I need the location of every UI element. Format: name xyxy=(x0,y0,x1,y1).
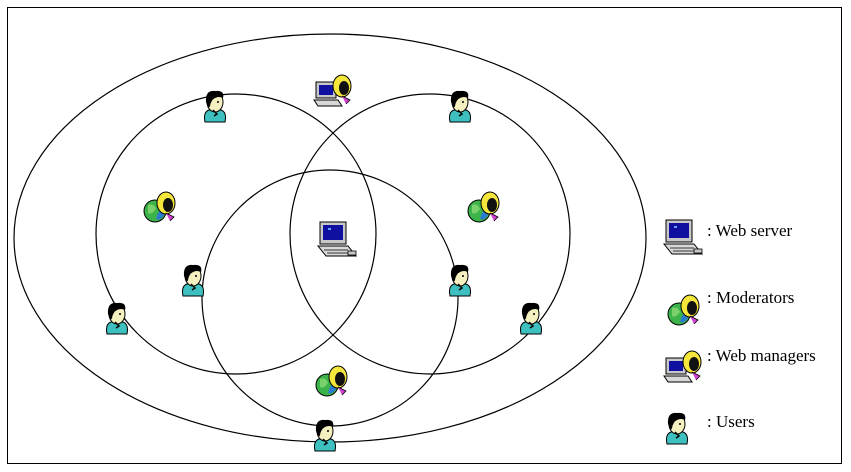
globe-person-icon xyxy=(467,191,500,223)
globe-person-icon xyxy=(315,365,348,397)
right-circle xyxy=(289,93,571,375)
user-icon xyxy=(181,264,205,297)
user-icon xyxy=(313,419,337,452)
computer-person-icon xyxy=(313,74,352,107)
user-icon xyxy=(448,90,472,123)
legend-web-server: : Web server xyxy=(707,221,793,240)
computer-icon xyxy=(317,221,357,257)
legend-users: : Users xyxy=(707,412,755,431)
legend-moderators: : Moderators xyxy=(707,288,795,307)
user-icon xyxy=(519,302,543,335)
legend-computer-person-icon xyxy=(663,350,702,383)
legend-web-managers: : Web managers xyxy=(707,346,816,365)
legend-globe-person-icon xyxy=(667,294,700,326)
globe-person-icon xyxy=(143,191,176,223)
user-icon xyxy=(203,90,227,123)
user-icon xyxy=(105,302,129,335)
legend-computer-icon xyxy=(663,219,703,255)
user-icon xyxy=(448,264,472,297)
legend-user-icon xyxy=(665,412,689,445)
left-circle xyxy=(95,93,377,375)
diagram-frame xyxy=(7,7,842,464)
